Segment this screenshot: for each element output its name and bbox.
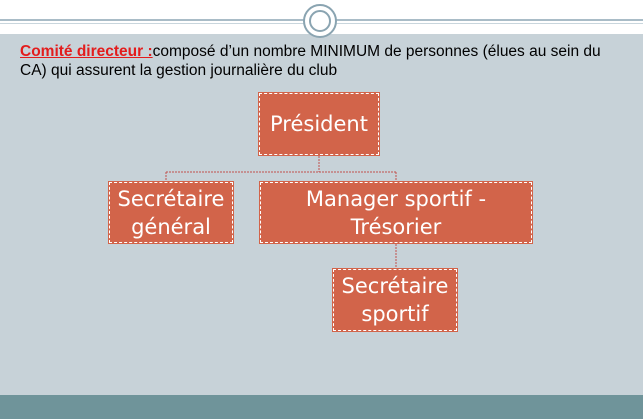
slide-footer-band: [0, 395, 643, 419]
node-secretary-general-label: Secrétaire général: [117, 186, 225, 239]
node-president: Président: [258, 92, 380, 156]
intro-text: composé d’un nombre MINIMUM de personnes…: [20, 43, 601, 79]
intro-paragraph: Comité directeur :composé d’un nombre MI…: [20, 42, 630, 80]
node-secretary-sport-label: Secrétaire sportif: [341, 274, 449, 326]
node-secretary-sport: Secrétaire sportif: [332, 268, 458, 332]
node-manager-treasurer: Manager sportif - Trésorier: [259, 181, 533, 244]
circle-ornament-inner: [309, 10, 331, 32]
node-secretary-general: Secrétaire général: [108, 181, 234, 244]
node-president-label: Président: [270, 112, 368, 136]
node-manager-treasurer-label: Manager sportif - Trésorier: [305, 186, 487, 239]
intro-heading: Comité directeur :: [20, 43, 153, 60]
